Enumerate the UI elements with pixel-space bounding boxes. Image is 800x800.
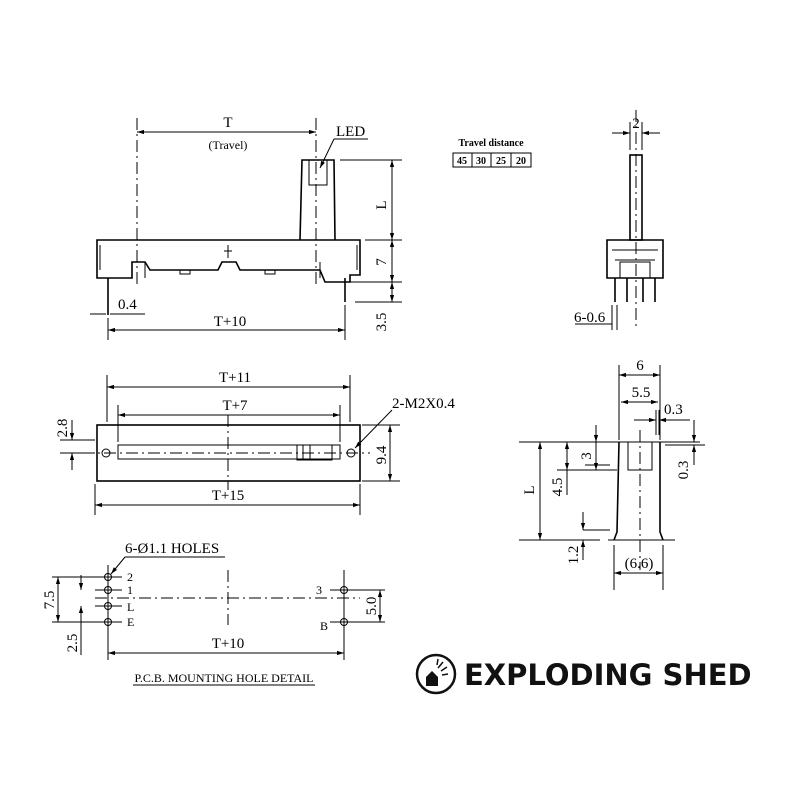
width-label: 9.4 bbox=[374, 445, 390, 464]
detail-bottom-label: 1.2 bbox=[566, 546, 582, 565]
travel-label: T bbox=[223, 115, 232, 131]
pin-length-label: 3.5 bbox=[374, 313, 390, 332]
pin-label-2: 2 bbox=[127, 570, 133, 584]
slot-length-label: T+7 bbox=[222, 398, 248, 414]
dim-7-5-label: 7.5 bbox=[42, 591, 58, 610]
height-l-label: L bbox=[374, 200, 390, 209]
exploding-shed-logo: EXPLODING SHED bbox=[415, 653, 752, 695]
pin-label-3: 3 bbox=[316, 583, 322, 597]
pin-size-label: 6-0.6 bbox=[574, 310, 606, 326]
travel-sub-label: (Travel) bbox=[209, 138, 248, 152]
pin-width-label: 0.4 bbox=[118, 297, 137, 313]
detail-gap-label: 0.3 bbox=[664, 402, 683, 418]
holes-label: 6-Ø1.1 HOLES bbox=[125, 541, 219, 557]
screw-label: 2-M2X0.4 bbox=[392, 396, 455, 412]
travel-table-title: Travel distance bbox=[458, 138, 524, 149]
hole-offset-label: 2.8 bbox=[55, 419, 71, 438]
led-label: LED bbox=[336, 124, 365, 140]
outer-length-label: T+11 bbox=[219, 370, 251, 386]
detail-width-label: 6 bbox=[636, 358, 644, 374]
total-length-label: T+15 bbox=[212, 488, 245, 504]
body-height-label: 7 bbox=[374, 258, 390, 266]
travel-value: 25 bbox=[496, 156, 506, 167]
dim-5-0-label: 5.0 bbox=[364, 597, 380, 616]
shaft-width-label: 2 bbox=[632, 116, 640, 132]
logo-text: EXPLODING SHED bbox=[464, 658, 752, 692]
dim-2-5-label: 2.5 bbox=[65, 634, 81, 653]
logo-icon bbox=[415, 653, 457, 695]
pcb-span-label: T+10 bbox=[212, 636, 245, 652]
front-view: T (Travel) LED L 7 3.5 0.4 T+10 bbox=[90, 115, 402, 340]
travel-value: 45 bbox=[457, 156, 467, 167]
side-detail-view: 6 5.5 0.3 0.3 L 4.5 3 1.2 (6.6) bbox=[519, 358, 705, 590]
travel-distance-table: Travel distance 45 30 25 20 bbox=[452, 138, 532, 168]
travel-value: 20 bbox=[516, 156, 526, 167]
detail-gap-v-label: 0.3 bbox=[676, 461, 692, 480]
pin-label-1: 1 bbox=[127, 583, 133, 597]
pcb-title: P.C.B. MOUNTING HOLE DETAIL bbox=[134, 671, 313, 685]
detail-depth1-label: 3 bbox=[579, 452, 595, 460]
top-view: T+11 T+7 T+15 2.8 9.4 2-M2X0.4 bbox=[55, 370, 455, 515]
detail-height-label: L bbox=[522, 485, 538, 494]
travel-value: 30 bbox=[476, 156, 486, 167]
end-view: 2 6-0.6 bbox=[574, 110, 664, 330]
detail-inner-width-label: 5.5 bbox=[632, 385, 651, 401]
pin-label-e: E bbox=[127, 615, 134, 629]
pin-label-b: B bbox=[320, 619, 328, 633]
pin-label-l: L bbox=[127, 600, 134, 614]
detail-base-label: (6.6) bbox=[625, 556, 654, 572]
pin-span-label: T+10 bbox=[214, 314, 247, 330]
detail-depth2-label: 4.5 bbox=[550, 478, 566, 497]
pcb-hole-detail: 6-Ø1.1 HOLES 2 1 L E 3 B 7.5 2.5 5.0 T+1… bbox=[42, 541, 385, 686]
